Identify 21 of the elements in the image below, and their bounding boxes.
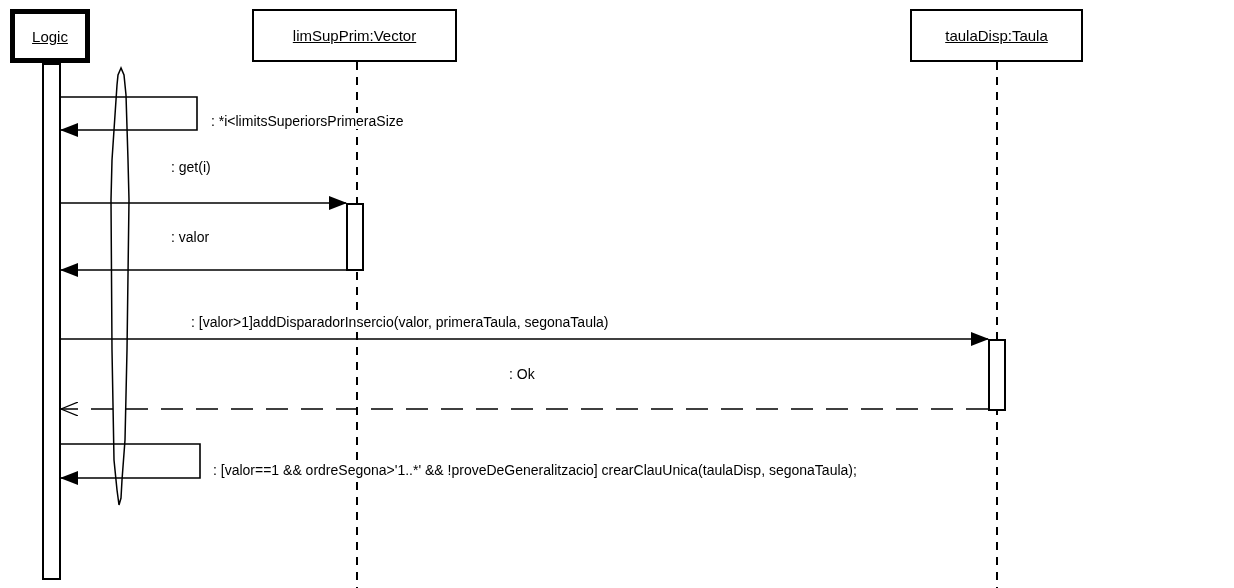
- activation-bar: [42, 63, 61, 580]
- message-label: : *i<limitsSuperiorsPrimeraSize: [210, 113, 405, 129]
- message-arrow: [60, 263, 347, 277]
- message-arrow: [60, 96, 198, 137]
- message-arrow: [60, 196, 347, 210]
- message-label: : valor: [170, 229, 211, 245]
- message-label: : get(i): [170, 159, 212, 175]
- object-box: [252, 9, 457, 62]
- message-label: : [valor>1]addDisparadorInsercio(valor, primeraTaula, segonaTaula): [190, 314, 610, 330]
- object-box: [10, 9, 90, 63]
- object-box: [910, 9, 1083, 62]
- object-name: Logic: [32, 27, 68, 45]
- message-label: : Ok: [508, 366, 536, 382]
- message-arrow: [60, 332, 989, 346]
- object-name: limSupPrim:Vector: [292, 27, 417, 44]
- object-name: taulaDisp:Taula: [945, 27, 1048, 44]
- activation-bar: [988, 339, 1006, 411]
- activation-bar: [346, 203, 364, 271]
- message-label: : [valor==1 && ordreSegona>'1..*' && !proveDeGeneralitzacio] crearClauUnica(taulaDisp, segonaTaula);: [212, 462, 858, 478]
- message-arrow: [60, 443, 201, 485]
- return-message-arrow: [60, 401, 989, 417]
